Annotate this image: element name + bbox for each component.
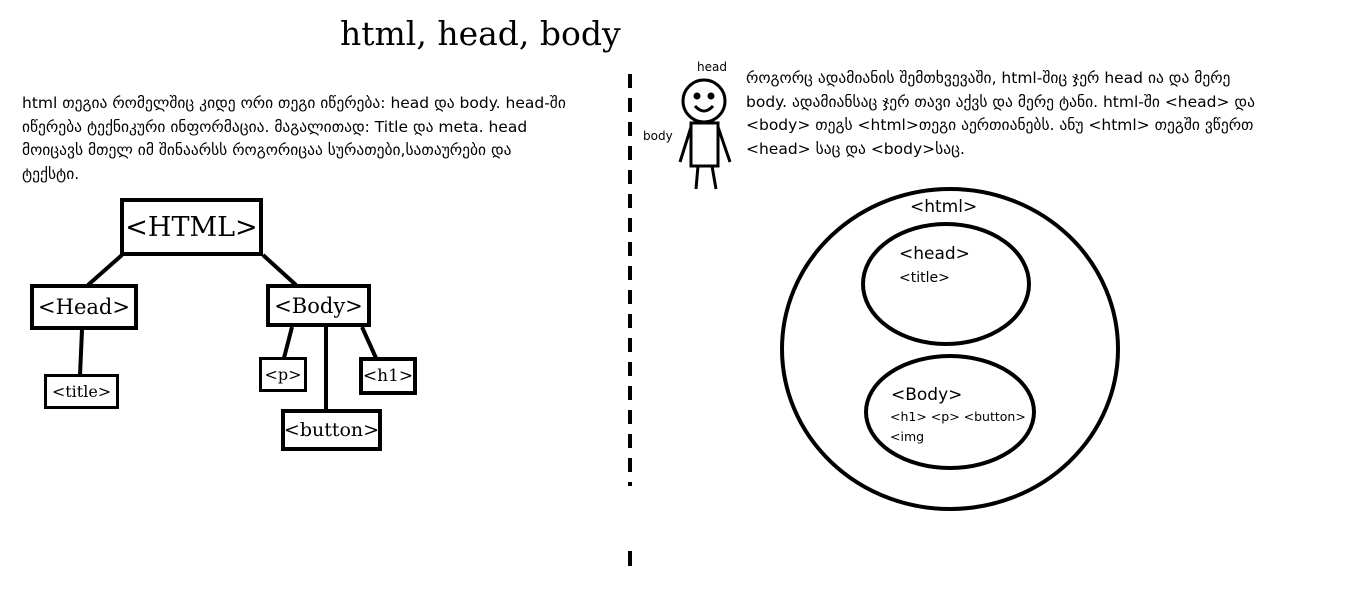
left-description-line: იწერება ტექნიკური ინფორმაცია. მაგალითად:… bbox=[22, 117, 528, 136]
left-description-line: ტექსტი. bbox=[22, 164, 80, 183]
connector-html-head bbox=[86, 253, 124, 287]
body-circle-line2: <img bbox=[890, 429, 925, 444]
figure-eye-right bbox=[707, 92, 715, 100]
figure-leg-left bbox=[694, 165, 700, 190]
connector-body-h1 bbox=[360, 326, 378, 359]
figure-head bbox=[681, 78, 727, 124]
figure-torso bbox=[689, 121, 720, 168]
figure-arm-left bbox=[678, 126, 693, 163]
right-description-line: <head> საც და <body>საც. bbox=[746, 139, 965, 158]
page-title: html, head, body bbox=[340, 14, 621, 53]
tree-node-html: <HTML> bbox=[120, 198, 263, 256]
connector-body-p bbox=[282, 326, 294, 359]
body-circle bbox=[864, 354, 1036, 470]
right-description-line: როგორც ადამიანის შემთხვევაში, html-შიც ჯ… bbox=[746, 69, 1231, 87]
figure-leg-right bbox=[710, 165, 718, 190]
nested-circles bbox=[780, 187, 1120, 511]
tree-node-p: <p> bbox=[259, 357, 307, 392]
head-circle-label: <head> bbox=[899, 244, 970, 264]
right-description-line: body. ადამიანსაც ჯერ თავი აქვს და მერე ტ… bbox=[746, 92, 1255, 111]
figure-eye-left bbox=[693, 92, 701, 100]
tree-node-h1: <h1> bbox=[359, 357, 417, 395]
tree-node-head: <Head> bbox=[30, 284, 138, 330]
figure-head-label: head bbox=[697, 60, 727, 74]
html-circle bbox=[780, 187, 1120, 511]
tree-node-body: <Body> bbox=[266, 284, 371, 327]
html-circle-label: <html> bbox=[910, 197, 978, 217]
left-description-line: მოიცავს მთელ იმ შინაარსს როგორიცაა სურათ… bbox=[22, 141, 512, 159]
figure-body-label: body bbox=[643, 129, 673, 143]
left-description: html თეგია რომელშიც კიდე ორი თეგი იწერებ… bbox=[22, 92, 566, 186]
connector-html-body bbox=[261, 253, 298, 287]
right-description-line: <body> თეგს <html>თეგი აერთიანებს. ანუ <… bbox=[746, 116, 1254, 134]
tree-node-button: <button> bbox=[281, 409, 382, 451]
stick-figure bbox=[678, 78, 732, 190]
right-description: როგორც ადამიანის შემთხვევაში, html-შიც ჯ… bbox=[746, 67, 1255, 161]
body-circle-line1: <h1> <p> <button> bbox=[890, 409, 1026, 424]
left-description-line: html თეგია რომელშიც კიდე ორი თეგი იწერებ… bbox=[22, 94, 566, 112]
body-circle-label: <Body> bbox=[891, 385, 963, 405]
head-circle bbox=[861, 222, 1031, 346]
connector-head-title bbox=[78, 329, 84, 376]
figure-arm-right bbox=[716, 126, 732, 163]
figure-smile bbox=[693, 104, 715, 113]
tree-node-title: <title> bbox=[44, 374, 119, 409]
head-circle-title: <title> bbox=[899, 270, 950, 286]
tree-connectors bbox=[78, 253, 378, 410]
